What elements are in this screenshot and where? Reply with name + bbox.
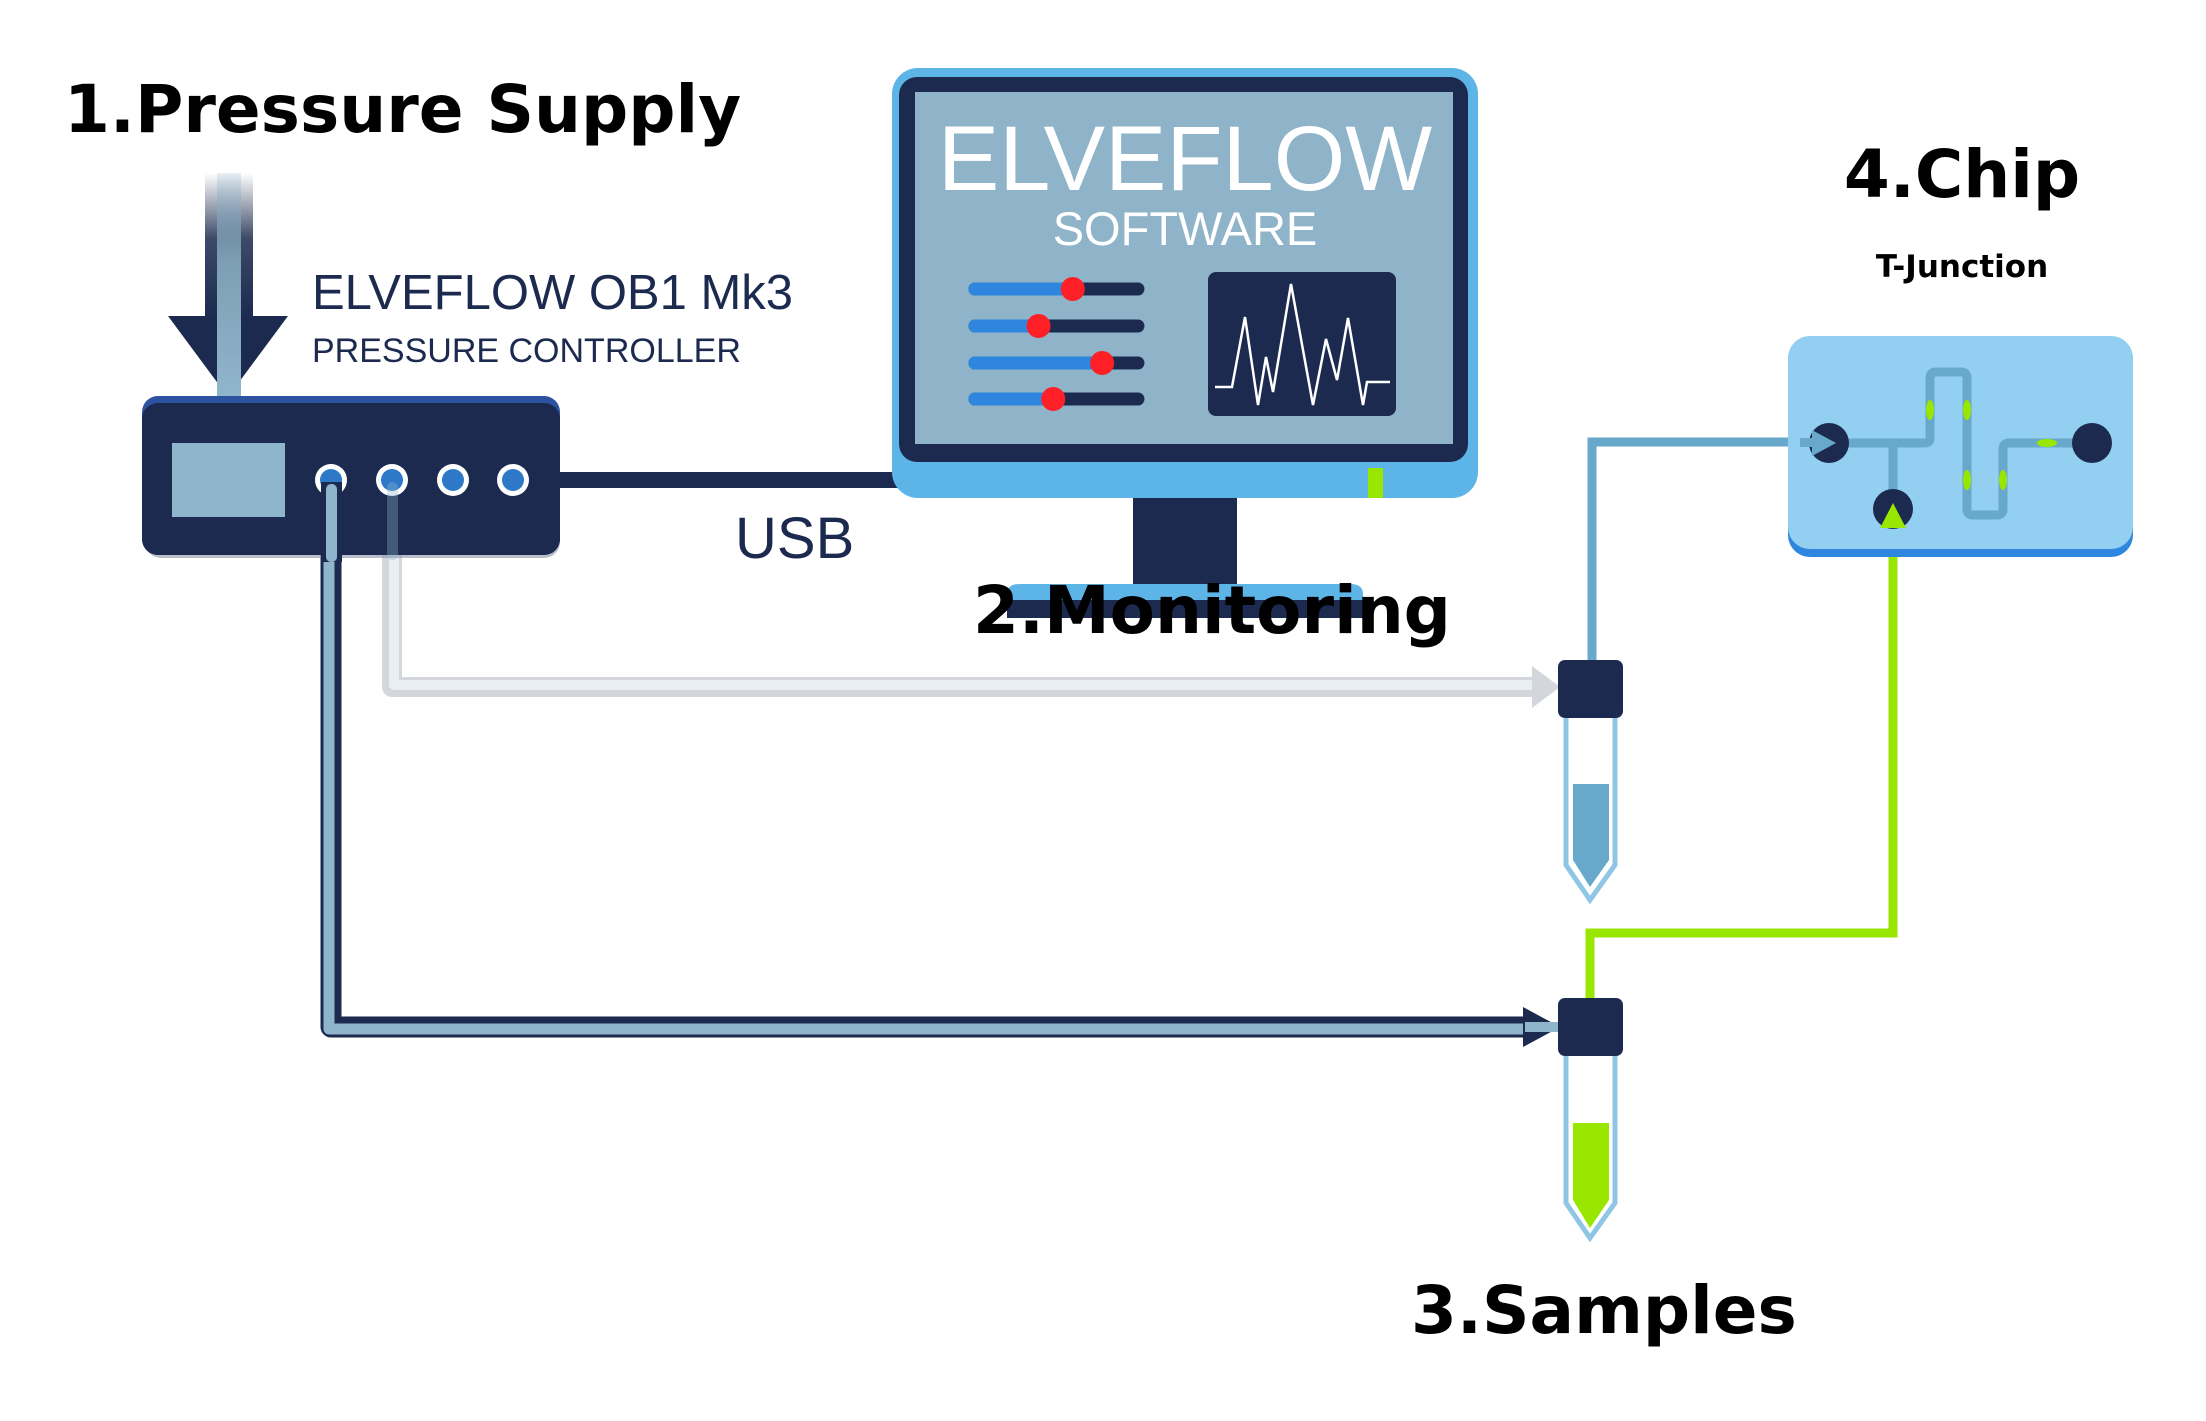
droplet <box>1963 470 1971 490</box>
port-2 <box>376 464 408 496</box>
dark-tube <box>320 480 1560 1047</box>
chip-outlet <box>2072 423 2112 463</box>
tube-1-liquid <box>1573 784 1609 887</box>
waveform-line <box>1215 283 1390 406</box>
slider-knob <box>1090 351 1115 375</box>
software-subtitle: SOFTWARE <box>1053 202 1318 255</box>
inlet-1-arrowhead <box>1812 430 1836 456</box>
port-3 <box>437 464 469 496</box>
blue-tube <box>1587 437 1800 662</box>
step-chip-label: 4.Chip <box>1844 136 2080 213</box>
droplet <box>2037 439 2057 447</box>
green-tube <box>1585 540 1898 1000</box>
droplet <box>1926 400 1934 420</box>
tube-1-cap <box>1558 660 1623 718</box>
supply-inner-line <box>217 173 241 397</box>
tube-2-liquid <box>1573 1123 1609 1228</box>
monitor: ELVEFLOW SOFTWARE <box>892 68 1478 618</box>
monitor-base <box>1007 600 1363 618</box>
slider-knob <box>1026 314 1051 338</box>
slider-knob <box>1041 387 1066 411</box>
power-led <box>1368 468 1383 498</box>
step-monitoring-label: 2.Monitoring <box>973 572 1451 649</box>
monitor-base-top <box>1007 584 1363 600</box>
tube-2-cap <box>1558 998 1623 1056</box>
droplet <box>1963 400 1971 420</box>
sample-tube-1 <box>1558 660 1623 905</box>
monitor-neck <box>1133 498 1237 586</box>
controller-name: ELVEFLOW OB1 Mk3 <box>312 266 793 320</box>
usb-label: USB <box>735 506 854 571</box>
chip-type-label: T-Junction <box>1876 249 2048 285</box>
pressure-supply-arrow <box>168 173 288 397</box>
sample-tube-2 <box>1558 998 1623 1243</box>
droplets <box>1926 400 2057 490</box>
gray-tube-arrowhead <box>1532 666 1560 708</box>
controller-display <box>172 443 285 517</box>
microfluidic-chip <box>1788 336 2133 557</box>
pressure-controller <box>142 396 560 562</box>
software-brand: ELVEFLOW <box>938 108 1432 210</box>
software-sliders <box>968 277 1145 411</box>
inlet-2-arrowhead <box>1880 503 1906 528</box>
controller-subtitle: PRESSURE CONTROLLER <box>312 332 741 370</box>
chip-body <box>1788 336 2133 549</box>
droplet <box>1999 470 2007 490</box>
port-4 <box>497 464 529 496</box>
controller-ports <box>315 464 529 496</box>
step-samples-label: 3.Samples <box>1411 1272 1797 1349</box>
step-pressure-supply-label: 1.Pressure Supply <box>64 71 741 148</box>
slider-knob <box>1060 277 1085 301</box>
